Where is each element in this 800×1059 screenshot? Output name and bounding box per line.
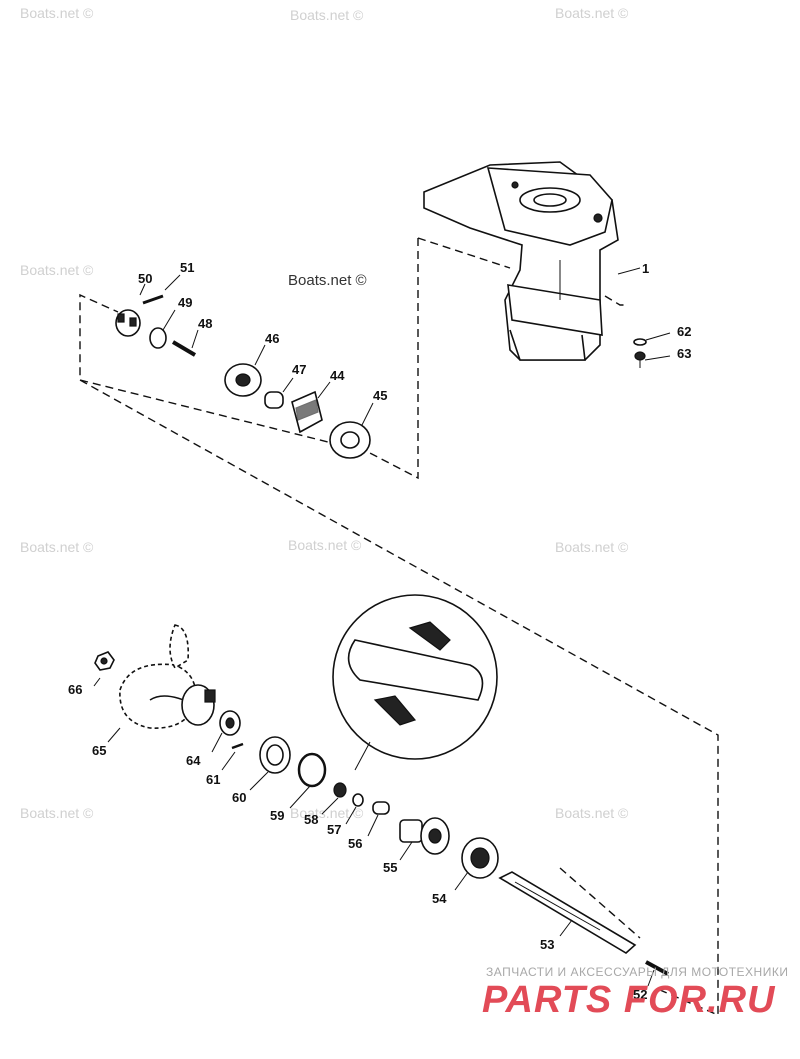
watermark: Boats.net ©	[555, 539, 629, 555]
callout-44: 44	[330, 368, 345, 383]
watermark: Boats.net ©	[555, 5, 629, 21]
washer-and-screw	[633, 338, 647, 368]
propshaft-assembly	[219, 710, 669, 976]
leader-lines	[93, 267, 671, 987]
callout-61: 61	[206, 772, 220, 787]
callout-57: 57	[327, 822, 341, 837]
callout-48: 48	[198, 316, 212, 331]
watermark: Boats.net ©	[20, 5, 94, 21]
dashed-guide-upper-link	[417, 237, 511, 269]
part-50	[115, 309, 141, 337]
watermark: Boats.net ©	[290, 805, 364, 821]
watermark-dark: Boats.net ©	[288, 272, 367, 289]
washer-62	[633, 338, 647, 346]
part-55	[399, 817, 450, 855]
watermark: Boats.net ©	[555, 805, 629, 821]
watermark: Boats.net ©	[288, 537, 362, 553]
watermark-layer: Boats.net © Boats.net © Boats.net © Boat…	[20, 5, 629, 821]
part-48	[171, 340, 197, 357]
callout-45: 45	[373, 388, 387, 403]
part-45	[329, 421, 371, 459]
part-66	[94, 651, 115, 671]
callout-60: 60	[232, 790, 246, 805]
callout-labels: 1 44 45 46 47 48 49 50 51 52 53 54 55 56…	[68, 260, 691, 1002]
dashed-guide-housing	[604, 295, 624, 306]
callout-1: 1	[642, 261, 649, 276]
watermark: Boats.net ©	[20, 539, 94, 555]
callout-54: 54	[432, 891, 447, 906]
callout-56: 56	[348, 836, 362, 851]
part-56	[372, 801, 390, 815]
callout-55: 55	[383, 860, 397, 875]
callout-58: 58	[304, 812, 318, 827]
callout-59: 59	[270, 808, 284, 823]
part-54	[461, 837, 499, 879]
callout-50: 50	[138, 271, 152, 286]
gearcase-housing	[423, 161, 619, 361]
callout-51: 51	[180, 260, 194, 275]
banner-brand: PARTS FOR.RU	[482, 979, 776, 1021]
dashed-guides	[79, 237, 719, 1017]
screw-head-63	[634, 351, 646, 361]
banner-subtitle: ЗАПЧАСТИ И АКСЕССУАРЫ ДЛЯ МОТОТЕХНИКИ	[486, 965, 788, 979]
watermark: Boats.net ©	[20, 805, 94, 821]
part-60	[259, 736, 291, 774]
detail-magnifier	[332, 594, 498, 771]
site-banner: ЗАПЧАСТИ И АКСЕССУАРЫ ДЛЯ МОТОТЕХНИКИ PA…	[482, 965, 788, 1021]
callout-46: 46	[265, 331, 279, 346]
part-53	[498, 871, 637, 954]
part-51	[142, 294, 164, 305]
callout-66: 66	[68, 682, 82, 697]
part-49	[149, 327, 167, 349]
part-44	[291, 390, 323, 434]
callout-47: 47	[292, 362, 306, 377]
callout-53: 53	[540, 937, 554, 952]
part-59	[297, 752, 327, 788]
part-57	[352, 793, 364, 807]
watermark: Boats.net ©	[290, 7, 364, 23]
part-52	[645, 960, 669, 976]
dashed-guide-upper	[79, 238, 419, 480]
pinion-assembly	[115, 294, 371, 459]
part-47	[264, 391, 284, 409]
dashed-guide-main	[79, 379, 719, 1017]
callout-52: 52	[633, 987, 647, 1002]
part-58	[333, 782, 347, 798]
dashed-guide-shaft	[559, 867, 641, 939]
callout-65: 65	[92, 743, 106, 758]
callout-64: 64	[186, 753, 201, 768]
watermark: Boats.net ©	[20, 262, 94, 278]
callout-62: 62	[677, 324, 691, 339]
part-64	[219, 710, 241, 736]
callout-49: 49	[178, 295, 192, 310]
part-61	[231, 742, 244, 750]
propeller	[119, 624, 216, 729]
part-46	[224, 363, 262, 397]
callout-63: 63	[677, 346, 691, 361]
